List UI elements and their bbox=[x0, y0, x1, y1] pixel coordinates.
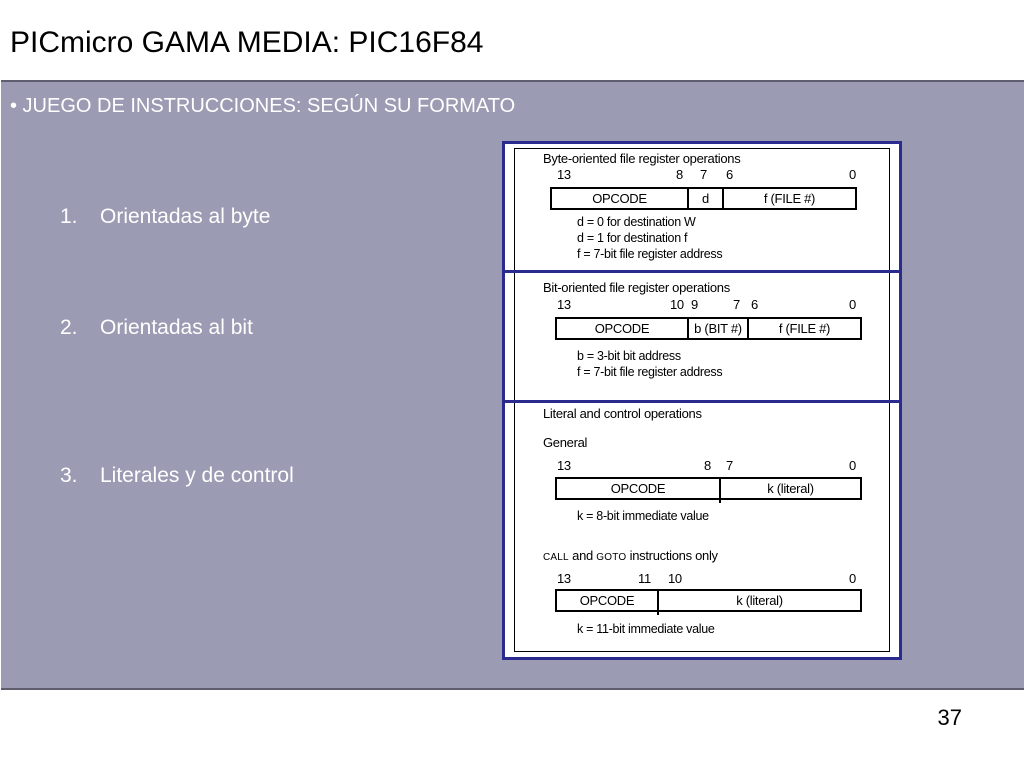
bit-number: 7 bbox=[726, 458, 733, 473]
bit-number: 13 bbox=[557, 458, 571, 473]
bit-number: 9 bbox=[691, 297, 698, 312]
bit-number: 8 bbox=[704, 458, 711, 473]
instruction-format-figure: Byte-oriented file register operations 1… bbox=[502, 141, 902, 660]
bit-number: 10 bbox=[668, 571, 682, 586]
call-goto-label: CALL and GOTO instructions only bbox=[543, 548, 718, 563]
goto-word: GOTO bbox=[596, 552, 627, 563]
f-field: f (FILE #) bbox=[763, 191, 816, 206]
list-item-byte: 1. Orientadas al byte bbox=[60, 205, 270, 229]
bit-number: 8 bbox=[676, 167, 683, 182]
field-divider bbox=[719, 479, 721, 503]
bit-number: 6 bbox=[726, 167, 733, 182]
list-item-number: 3. bbox=[60, 464, 78, 487]
list-item-literal: 3. Literales y de control bbox=[60, 464, 294, 488]
general-label: General bbox=[543, 435, 588, 450]
bit-number: 11 bbox=[638, 571, 651, 586]
bit-number: 13 bbox=[557, 297, 571, 312]
opcode-field: OPCODE bbox=[594, 321, 650, 336]
list-item-label: Literales y de control bbox=[100, 464, 294, 487]
list-item-label: Orientadas al bit bbox=[100, 316, 253, 339]
section-separator bbox=[505, 270, 899, 273]
bit-heading: Bit-oriented file register operations bbox=[543, 280, 730, 295]
bit-format-box: OPCODE b (BIT #) f (FILE #) bbox=[555, 317, 862, 340]
and-word: and bbox=[572, 548, 593, 563]
opcode-field: OPCODE bbox=[592, 191, 647, 206]
byte-note: d = 1 for destination f bbox=[577, 231, 688, 245]
opcode-field: OPCODE bbox=[579, 593, 635, 608]
bullet-heading: • JUEGO DE INSTRUCCIONES: SEGÚN SU FORMA… bbox=[10, 95, 516, 117]
general-format-box: OPCODE k (literal) bbox=[555, 477, 862, 503]
bit-note: f = 7-bit file register address bbox=[577, 365, 723, 379]
bit-number: 13 bbox=[557, 571, 571, 586]
k-field: k (literal) bbox=[736, 593, 783, 608]
bit-number: 0 bbox=[849, 571, 856, 586]
slide-title: PICmicro GAMA MEDIA: PIC16F84 bbox=[10, 26, 484, 59]
field-divider bbox=[657, 591, 659, 615]
field-divider bbox=[722, 189, 724, 208]
b-field: b (BIT #) bbox=[694, 321, 742, 336]
k-field: k (literal) bbox=[767, 481, 814, 496]
general-note: k = 8-bit immediate value bbox=[577, 509, 709, 523]
bit-number: 0 bbox=[849, 167, 856, 182]
list-item-label: Orientadas al byte bbox=[100, 205, 271, 228]
byte-note: d = 0 for destination W bbox=[577, 215, 696, 229]
list-item-bit: 2. Orientadas al bit bbox=[60, 316, 253, 340]
field-divider bbox=[687, 319, 689, 338]
bit-number: 7 bbox=[733, 297, 740, 312]
field-divider bbox=[687, 189, 689, 208]
opcode-field: OPCODE bbox=[610, 481, 666, 496]
f-field: f (FILE #) bbox=[778, 321, 831, 336]
bit-number: 10 bbox=[670, 297, 684, 312]
literal-heading: Literal and control operations bbox=[543, 406, 702, 421]
page-number: 37 bbox=[937, 705, 962, 730]
call-goto-note: k = 11-bit immediate value bbox=[577, 622, 715, 636]
byte-heading: Byte-oriented file register operations bbox=[543, 151, 741, 166]
d-field: d bbox=[702, 191, 709, 206]
call-goto-format-box: OPCODE k (literal) bbox=[555, 589, 862, 615]
section-separator bbox=[505, 400, 899, 403]
bit-number: 0 bbox=[849, 297, 856, 312]
list-item-number: 2. bbox=[60, 316, 78, 339]
byte-format-box: OPCODE d f (FILE #) bbox=[550, 187, 857, 210]
bit-number: 7 bbox=[700, 167, 707, 182]
instructions-only-text: instructions only bbox=[629, 548, 718, 563]
field-divider bbox=[747, 319, 749, 338]
byte-note: f = 7-bit file register address bbox=[577, 247, 723, 261]
bit-note: b = 3-bit bit address bbox=[577, 349, 681, 363]
call-word: CALL bbox=[543, 552, 569, 563]
list-item-number: 1. bbox=[60, 205, 78, 228]
bit-number: 6 bbox=[751, 297, 758, 312]
bit-number: 13 bbox=[557, 167, 571, 182]
bit-number: 0 bbox=[849, 458, 856, 473]
